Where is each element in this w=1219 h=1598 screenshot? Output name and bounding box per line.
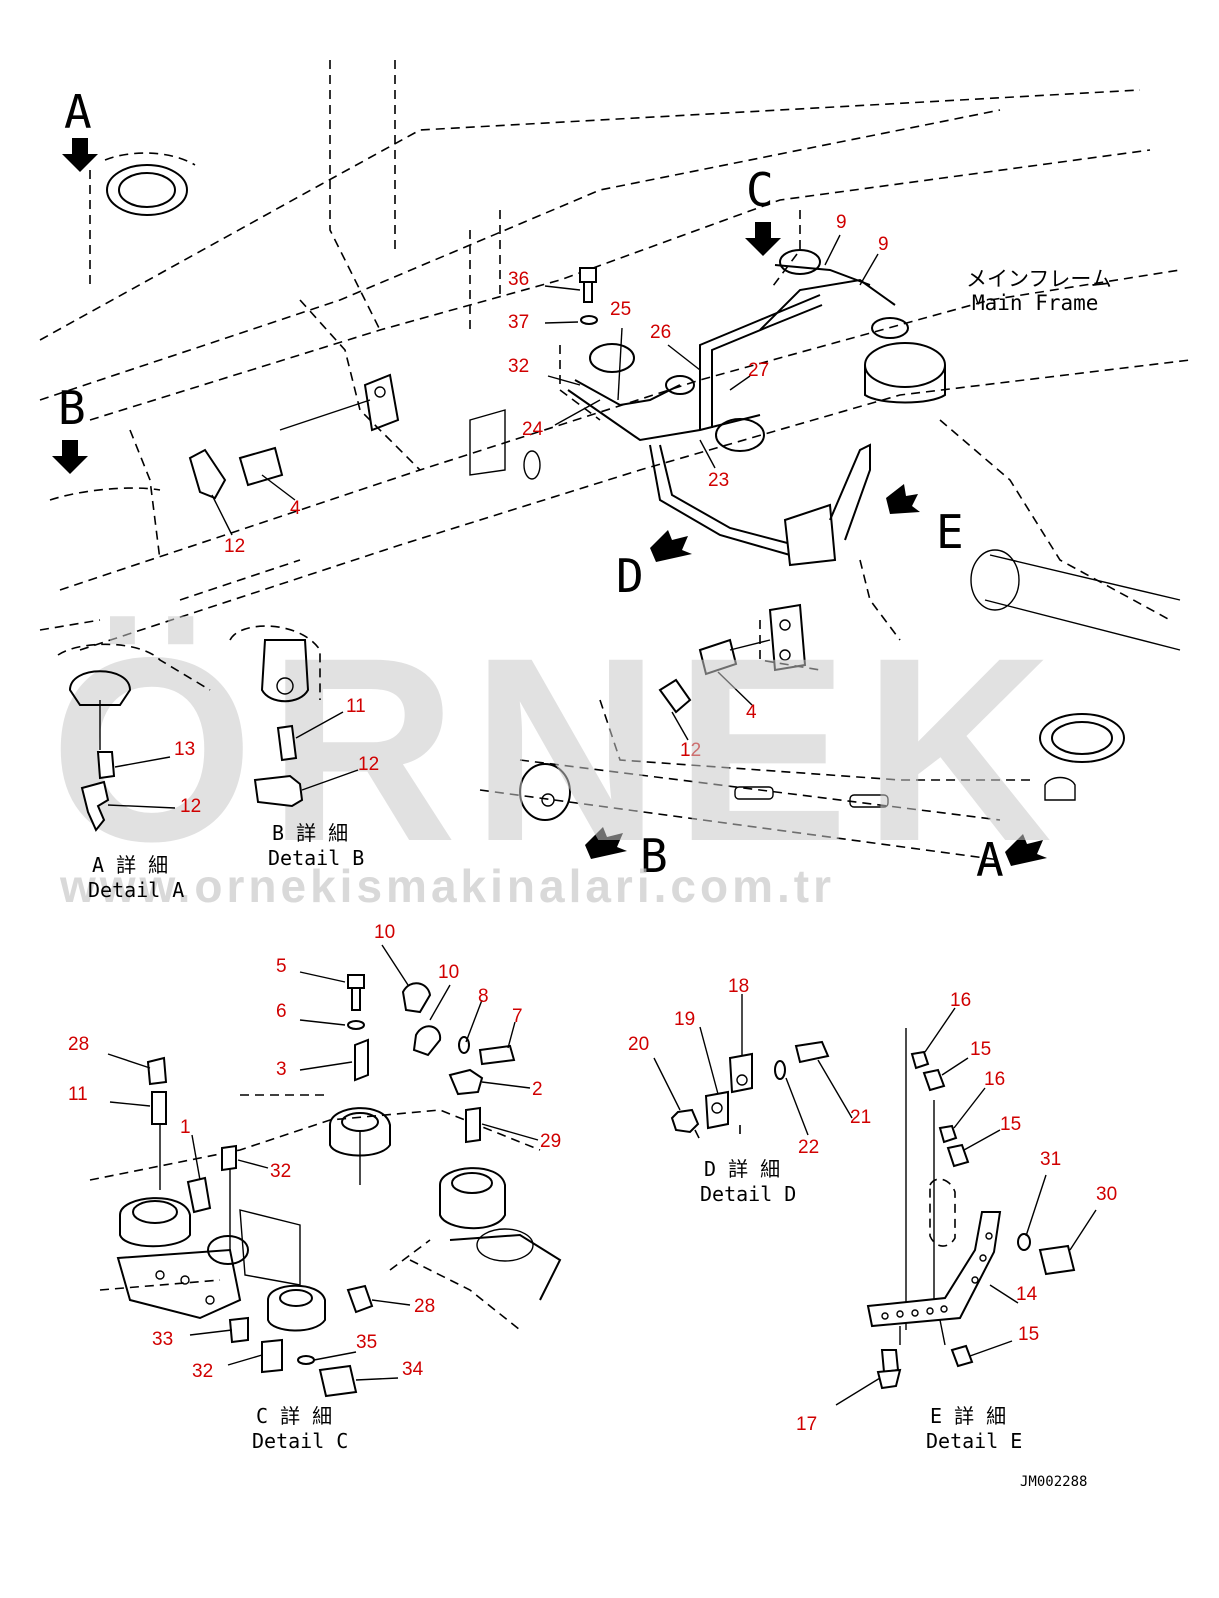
callout-22: 22 — [798, 1137, 819, 1158]
arrow-b-left — [52, 440, 88, 474]
callout-4a: 4 — [290, 498, 301, 519]
callout-37: 37 — [508, 312, 529, 333]
callout-2: 2 — [532, 1079, 543, 1100]
callout-21: 21 — [850, 1107, 871, 1128]
callout-3: 3 — [276, 1059, 287, 1080]
callout-15c: 15 — [1018, 1324, 1039, 1345]
detail-a-caption-en: Detail A — [88, 878, 184, 902]
callout-31: 31 — [1040, 1149, 1061, 1170]
callout-6: 6 — [276, 1001, 287, 1022]
callout-13: 13 — [174, 739, 195, 760]
callout-5: 5 — [276, 956, 287, 977]
arrow-a-top — [62, 138, 98, 172]
callout-17: 17 — [796, 1414, 817, 1435]
view-letter-a-bottom: A — [976, 833, 1004, 887]
callout-32: 32 — [508, 356, 529, 377]
arrow-b-bottom — [585, 827, 627, 859]
callout-24: 24 — [522, 419, 544, 440]
view-letter-a: A — [64, 85, 92, 139]
main-frame-label-en: Main Frame — [972, 291, 1098, 315]
callout-8: 8 — [478, 986, 489, 1007]
callout-7: 7 — [512, 1006, 523, 1027]
arrow-a-bottom — [1005, 834, 1047, 866]
main-view-callouts: 36 37 32 24 25 26 27 23 9 9 4 12 4 12 — [224, 212, 889, 761]
detail-a-drawing — [57, 643, 211, 832]
detail-b-caption-jp: B 詳 細 — [272, 821, 348, 845]
main-frame-solid-features — [106, 164, 1181, 821]
main-frame-label-jp: メインフレーム — [966, 267, 1112, 291]
callout-18: 18 — [728, 976, 749, 997]
callout-29: 29 — [540, 1131, 561, 1152]
detail-d-callouts: 18 19 20 22 21 — [628, 976, 871, 1158]
detail-e-drawing — [835, 1007, 1097, 1406]
callout-10a: 10 — [374, 922, 395, 943]
main-frame-outline — [39, 60, 1191, 861]
detail-c-caption-en: Detail C — [252, 1429, 348, 1453]
callout-9b: 9 — [878, 234, 889, 255]
detail-d-caption-en: Detail D — [700, 1182, 796, 1206]
detail-b-drawing — [229, 625, 359, 808]
callout-23: 23 — [708, 470, 729, 491]
callout-27: 27 — [748, 360, 769, 381]
view-letter-d: D — [616, 549, 644, 603]
callout-35: 35 — [356, 1332, 377, 1353]
callout-11-detail-c: 11 — [68, 1084, 88, 1105]
callout-15a: 15 — [970, 1039, 991, 1060]
callout-12-detail-a: 12 — [180, 796, 201, 817]
view-letter-b-bottom: B — [640, 829, 668, 883]
callout-25: 25 — [610, 299, 631, 320]
callout-10b: 10 — [438, 962, 459, 983]
callout-28a: 28 — [68, 1034, 89, 1055]
callout-26: 26 — [650, 322, 671, 343]
callout-32-detail-c-a: 32 — [270, 1161, 291, 1182]
callout-11-detail-b: 11 — [346, 696, 366, 717]
watermark-url: www.ornekismakinalari.com.tr — [59, 860, 835, 912]
detail-e-caption-en: Detail E — [926, 1429, 1022, 1453]
callout-14: 14 — [1016, 1284, 1038, 1305]
callout-1: 1 — [180, 1117, 191, 1138]
drawing-code: JM002288 — [1020, 1474, 1087, 1490]
detail-c-caption-jp: C 詳 細 — [256, 1404, 332, 1428]
callout-36: 36 — [508, 269, 529, 290]
callout-19: 19 — [674, 1009, 695, 1030]
callout-30: 30 — [1096, 1184, 1117, 1205]
callout-12b: 12 — [680, 740, 701, 761]
callout-33: 33 — [152, 1329, 173, 1350]
callout-28b: 28 — [414, 1296, 435, 1317]
detail-c-drawing — [89, 944, 562, 1398]
main-view-parts — [188, 267, 738, 714]
detail-d-drawing — [653, 994, 853, 1141]
callout-15b: 15 — [1000, 1114, 1021, 1135]
callout-32-detail-c-b: 32 — [192, 1361, 213, 1382]
detail-a-caption-jp: A 詳 細 — [92, 853, 168, 877]
view-arrows — [52, 138, 1047, 866]
callout-20: 20 — [628, 1034, 649, 1055]
detail-e-callouts: 16 15 16 15 31 30 14 15 17 — [796, 990, 1117, 1435]
view-letter-b: B — [58, 381, 86, 435]
detail-e-caption-jp: E 詳 細 — [930, 1404, 1006, 1428]
detail-c-callouts: 10 5 10 6 8 7 3 2 28 11 1 29 32 28 33 35… — [68, 922, 561, 1382]
callout-16a: 16 — [950, 990, 971, 1011]
callout-16b: 16 — [984, 1069, 1005, 1090]
arrow-d — [650, 530, 692, 562]
callout-34: 34 — [402, 1359, 424, 1380]
callout-12a: 12 — [224, 536, 245, 557]
view-letter-c: C — [746, 163, 774, 217]
watermark-brand: ÖRNEK — [50, 603, 1066, 896]
detail-b-caption-en: Detail B — [268, 846, 364, 870]
main-view-leaders — [211, 234, 879, 741]
arrow-c — [745, 222, 781, 256]
main-piping-assembly — [567, 249, 909, 567]
callout-4b: 4 — [746, 702, 757, 723]
arrow-e — [886, 484, 920, 514]
view-letter-e: E — [936, 505, 964, 559]
callout-12-detail-b: 12 — [358, 754, 379, 775]
callout-9a: 9 — [836, 212, 847, 233]
detail-d-caption-jp: D 詳 細 — [704, 1157, 780, 1181]
